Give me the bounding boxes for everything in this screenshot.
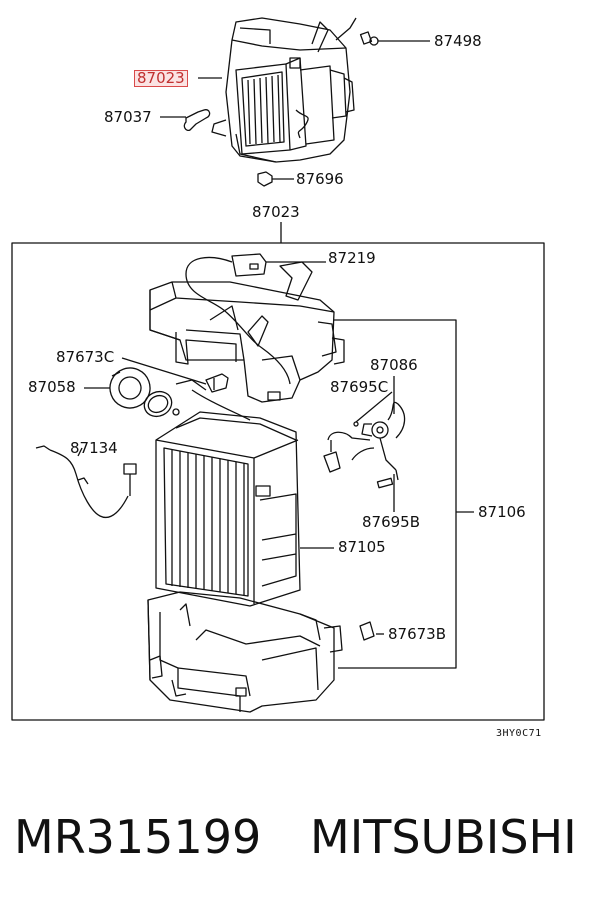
screw-87498 (335, 17, 430, 46)
evaporator-core-87105 (155, 411, 334, 607)
label-87106: 87106 (478, 503, 526, 521)
pipe-87695B (376, 469, 399, 512)
label-87498: 87498 (434, 32, 482, 50)
sensor-wire (175, 379, 251, 421)
evaporator-unit-assembly (211, 17, 355, 163)
brand-name: MITSUBISHI (310, 810, 577, 864)
label-87695C: 87695C (330, 378, 389, 396)
exploded-view-frame (11, 242, 545, 721)
label-87037: 87037 (104, 108, 152, 126)
parts-diagram (11, 17, 545, 721)
product-caption: MR315199 MITSUBISHI (0, 800, 600, 880)
wiring-harness-87134 (35, 445, 137, 519)
o-ring (143, 390, 180, 418)
seal-ring-87058 (84, 367, 151, 409)
label-87105: 87105 (338, 538, 386, 556)
lower-case (147, 591, 343, 713)
label-87219: 87219 (328, 249, 376, 267)
label-87134: 87134 (70, 439, 118, 457)
label-87086: 87086 (370, 356, 418, 374)
diagram-code: 3HY0C71 (496, 728, 542, 739)
drain-hose-87037 (160, 109, 211, 132)
label-87058: 87058 (28, 378, 76, 396)
nut-87696 (257, 171, 294, 187)
label-87023-assembly: 87023 (252, 203, 300, 221)
group-bracket-87106 (334, 319, 457, 669)
thermistor-87219 (185, 253, 326, 385)
label-87696: 87696 (296, 170, 344, 188)
clip-87673C (121, 357, 229, 393)
label-87673C: 87673C (56, 348, 115, 366)
label-87695B: 87695B (362, 513, 421, 531)
expansion-valve-87086 (351, 376, 406, 471)
upper-case-87219 (149, 261, 345, 403)
label-87023-highlighted[interactable]: 87023 (134, 70, 188, 87)
clip-87673B (359, 621, 384, 641)
pipe-fitting-87695C (323, 391, 393, 473)
label-87673B: 87673B (388, 625, 447, 643)
part-number: MR315199 (14, 810, 262, 864)
